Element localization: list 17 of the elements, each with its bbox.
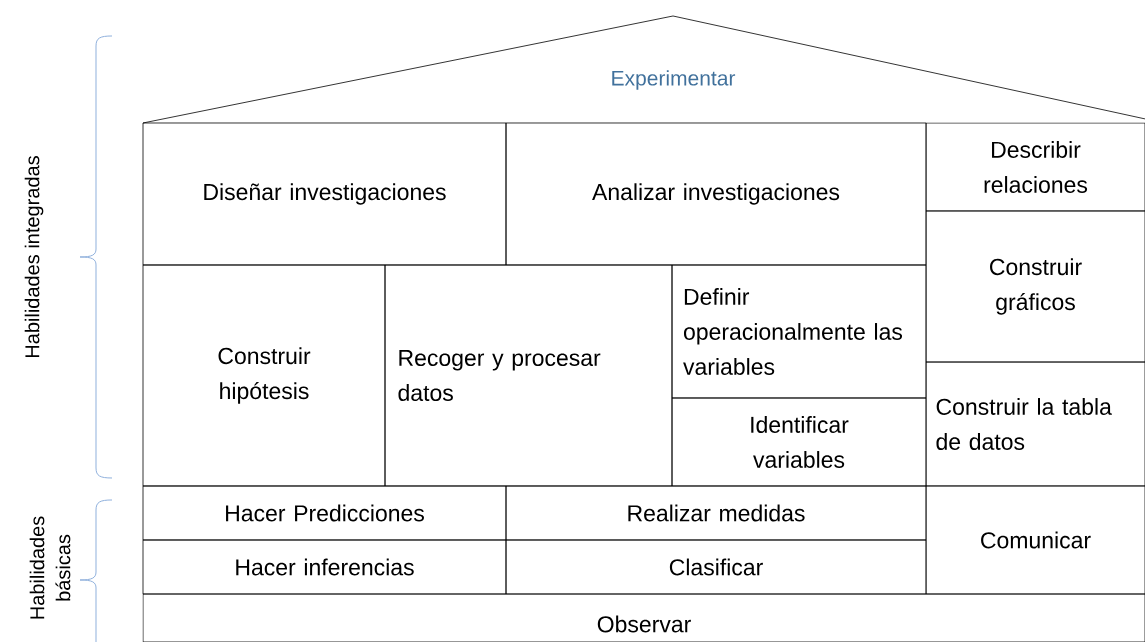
cell: Construir gráficos xyxy=(925,210,1145,363)
cell: Realizar medidas xyxy=(505,485,927,541)
cell: Hacer Predicciones xyxy=(142,485,507,541)
cell: Clasificar xyxy=(505,539,927,595)
cell: Observar xyxy=(142,593,1145,642)
cell: Construir hipótesis xyxy=(142,264,386,487)
cell: Comunicar xyxy=(925,485,1145,595)
cell: Identificar variables xyxy=(671,397,927,487)
cell: Hacer inferencias xyxy=(142,539,507,595)
cell: Describir relaciones xyxy=(925,122,1145,212)
cell: Construir la tabla de datos xyxy=(925,361,1145,487)
side-label: Habilidades integradas xyxy=(24,156,44,358)
cell: Definir operacionalmente las variables xyxy=(671,264,927,399)
cell: Analizar investigaciones xyxy=(505,122,927,266)
cell: Diseñar investigaciones xyxy=(142,122,507,266)
side-label: Habilidades básicas xyxy=(29,516,71,619)
cell: Recoger y procesar datos xyxy=(384,264,673,487)
